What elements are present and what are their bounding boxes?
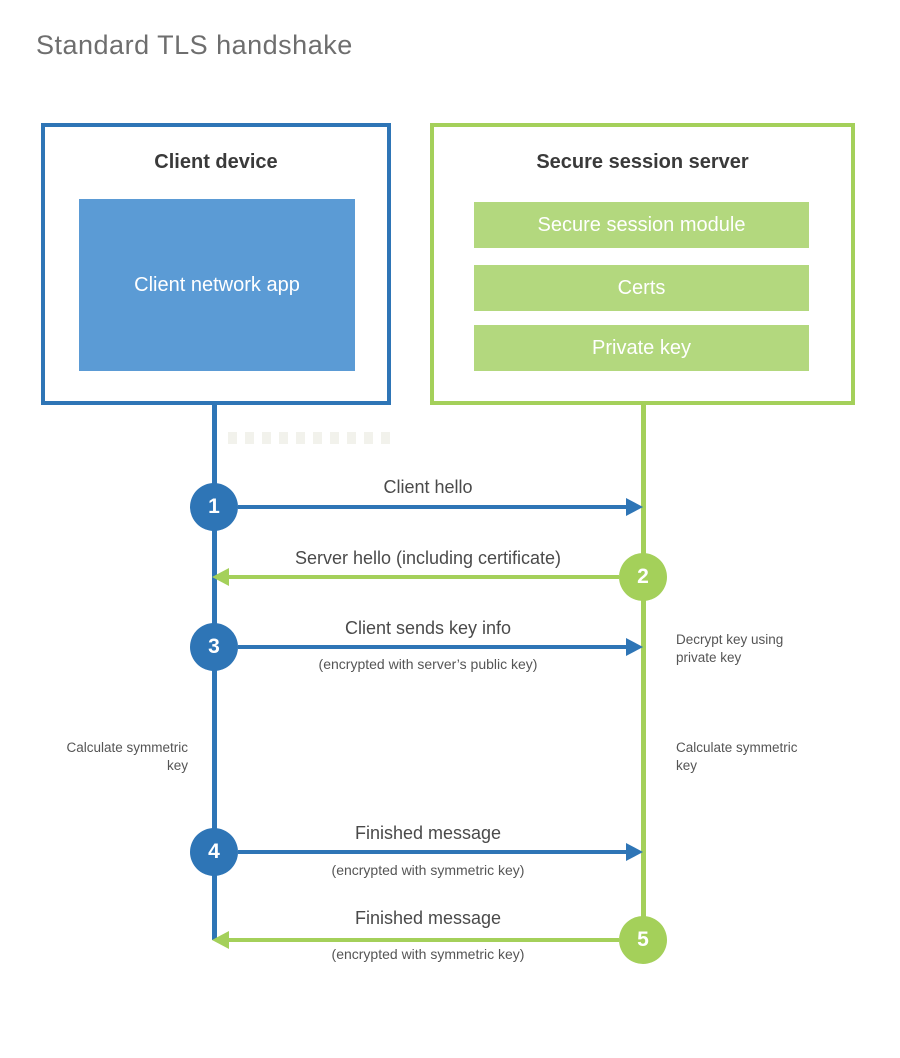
step-3-label: Client sends key info [344, 618, 512, 638]
step-4-label: Finished message [354, 823, 502, 843]
step-3-sublabel: (encrypted with server’s public key) [318, 656, 538, 672]
client-device-box: Client device Client network app [41, 123, 391, 405]
step-1-badge: 1 [190, 483, 238, 531]
step-5-sublabel: (encrypted with symmetric key) [331, 946, 525, 962]
step-3-badge: 3 [190, 623, 238, 671]
faint-dashed-artifact [228, 432, 390, 444]
step-3-arrowhead-right-icon [626, 638, 643, 656]
page-title: Standard TLS handshake [36, 30, 353, 60]
secure-session-server-box: Secure session server Secure session mod… [430, 123, 855, 405]
step-2-arrowhead-left-icon [212, 568, 229, 586]
server-module-secure-session: Secure session module [474, 202, 809, 248]
step-4-sublabel: (encrypted with symmetric key) [331, 862, 525, 878]
step-5-label: Finished message [354, 908, 502, 928]
step-2-label: Server hello (including certificate) [294, 548, 562, 568]
step-5-arrowhead-left-icon [212, 931, 229, 949]
step-4-badge: 4 [190, 828, 238, 876]
secure-session-server-title: Secure session server [536, 151, 749, 173]
client-network-app-box: Client network app [79, 199, 355, 371]
note-decrypt-key: Decrypt key using private key [676, 632, 784, 665]
step-5-badge: 5 [619, 916, 667, 964]
server-module-certs: Certs [474, 265, 809, 311]
step-3-arrow-shaft [238, 645, 626, 649]
client-network-app-label: Client network app [134, 273, 300, 296]
step-1-arrowhead-right-icon [626, 498, 643, 516]
server-lifeline [641, 405, 646, 938]
note-calculate-symmetric-key-client: Calculate symmetric key [66, 740, 188, 773]
step-1-arrow-shaft [238, 505, 626, 509]
step-4-arrow-shaft [238, 850, 626, 854]
step-2-badge: 2 [619, 553, 667, 601]
client-lifeline [212, 405, 217, 940]
step-5-arrow-shaft [229, 938, 619, 942]
note-calculate-symmetric-key-server: Calculate symmetric key [676, 740, 798, 773]
client-device-title: Client device [154, 151, 278, 173]
step-2-arrow-shaft [229, 575, 619, 579]
server-module-private-key: Private key [474, 325, 809, 371]
step-1-label: Client hello [383, 477, 473, 497]
step-4-arrowhead-right-icon [626, 843, 643, 861]
